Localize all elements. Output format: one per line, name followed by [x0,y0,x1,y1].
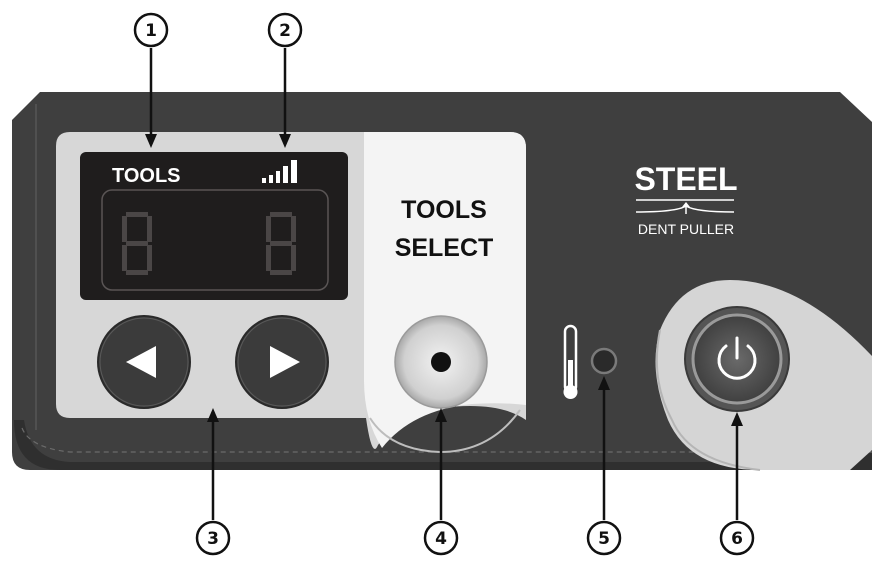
svg-text:5: 5 [598,529,610,549]
callout-leader-2 [279,48,291,148]
svg-text:6: 6 [731,529,743,549]
callout-marker-3: 3 [195,520,231,556]
stitch-line [21,427,872,453]
callout-marker-2: 2 [267,12,303,48]
thermometer-icon [563,324,578,399]
select-label-line2: SELECT [395,234,494,262]
lcd-digit-right [266,212,296,275]
tools-select-button[interactable] [394,315,488,409]
lcd-digit-frame [101,189,329,291]
svg-text:2: 2 [279,21,291,41]
signal-bars-icon [262,160,297,183]
svg-text:3: 3 [207,529,219,549]
left-arrow-button[interactable] [97,315,191,409]
svg-text:1: 1 [145,21,157,41]
lcd-digit-left [122,212,152,275]
right-arrow-icon [270,346,300,378]
power-button[interactable] [684,306,790,412]
power-icon [717,336,757,380]
svg-text:4: 4 [435,529,447,549]
brand-name: STEEL [634,161,737,197]
callout-leader-3 [207,408,219,520]
brand-subtitle: DENT PULLER [638,221,734,237]
lcd-mode-label: TOOLS [112,165,181,187]
select-label-line1: TOOLS [401,196,487,224]
callout-leader-6 [731,412,743,520]
callout-marker-5: 5 [586,520,622,556]
power-swoosh-shadow [655,329,761,471]
left-arrow-icon [126,346,156,378]
callout-marker-6: 6 [719,520,755,556]
callout-leader-1 [145,48,157,148]
select-button-dot [431,352,451,372]
right-arrow-button[interactable] [235,315,329,409]
callout-leader-4 [435,408,447,520]
temperature-indicator-led [590,347,618,375]
callout-leader-5 [598,376,610,520]
callout-marker-1: 1 [133,12,169,48]
brand-logo-mark [635,199,735,214]
callout-marker-4: 4 [423,520,459,556]
